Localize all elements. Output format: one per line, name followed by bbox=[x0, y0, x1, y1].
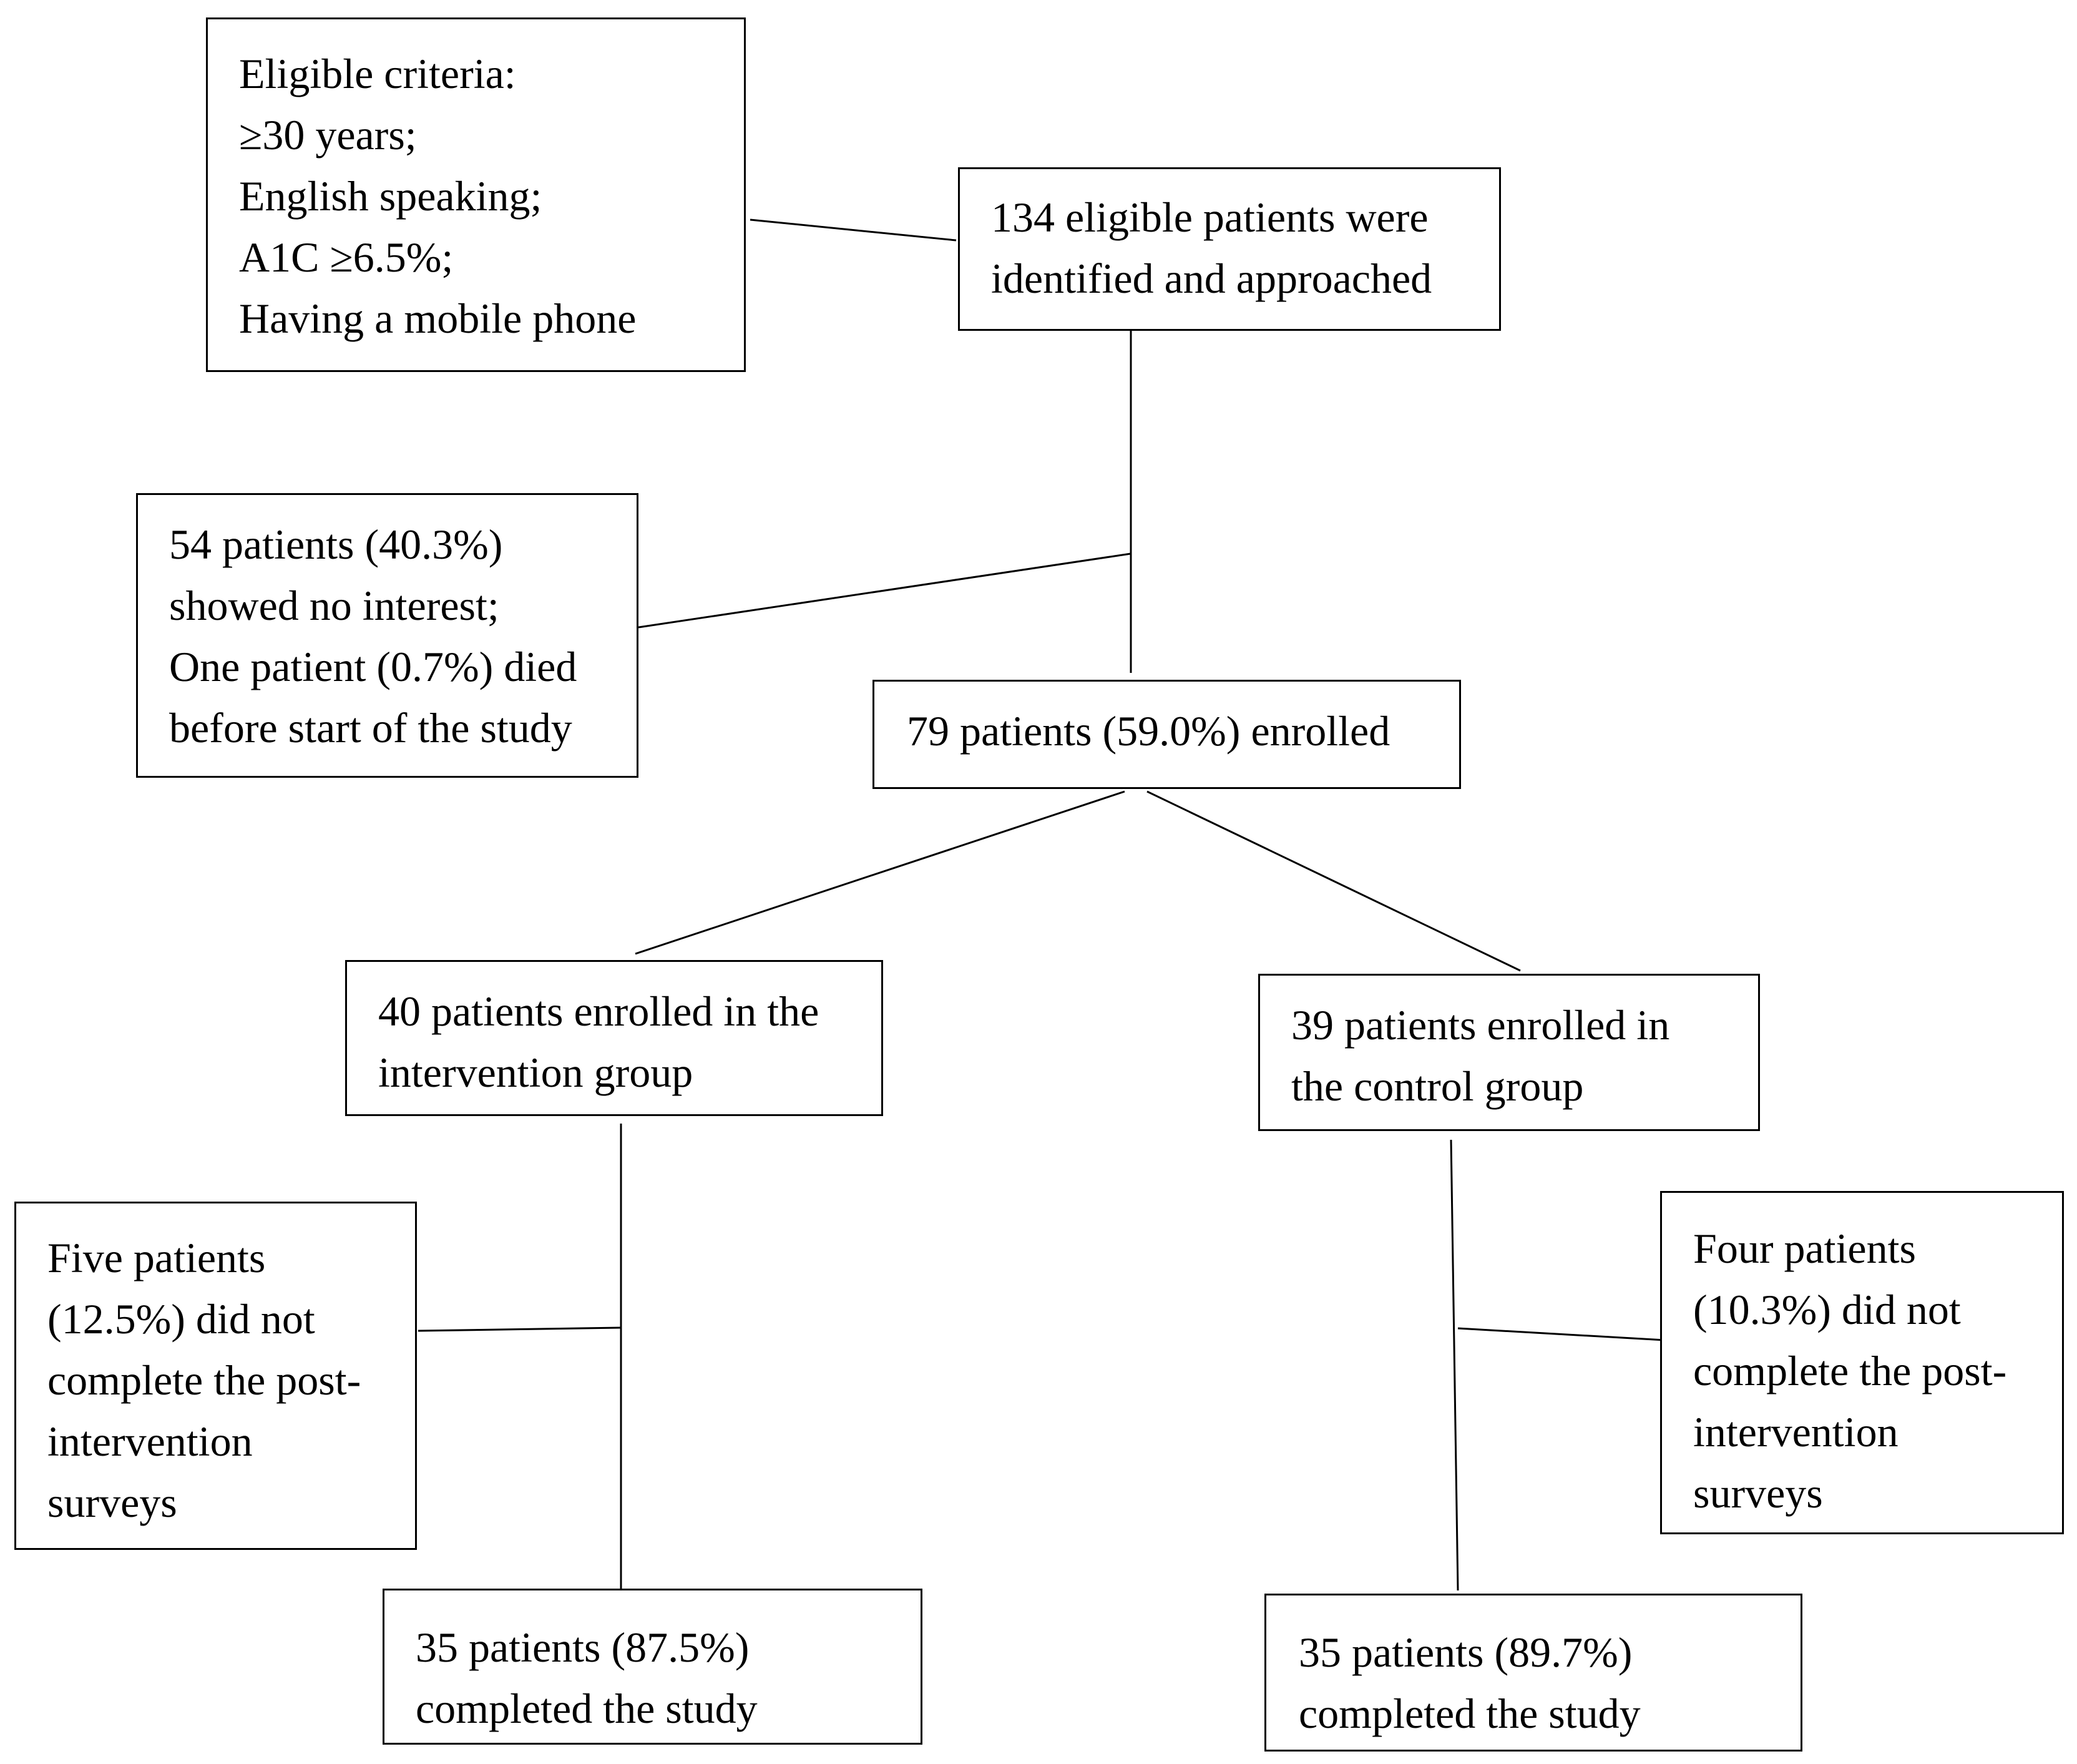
intervention-group-line: intervention group bbox=[378, 1049, 693, 1096]
connector-enrolled-to-intervention bbox=[635, 790, 1125, 955]
connector-criteria-to-eligible bbox=[750, 218, 957, 242]
intervention-dropout-line: (12.5%) did not bbox=[47, 1295, 315, 1343]
intervention-dropout-line: surveys bbox=[47, 1479, 177, 1526]
control-dropout-box: Four patients (10.3%) did not complete t… bbox=[1660, 1191, 2064, 1534]
control-group-line: the control group bbox=[1291, 1062, 1584, 1110]
intervention-completed-line: completed the study bbox=[416, 1685, 758, 1732]
control-dropout-line: intervention bbox=[1693, 1408, 1899, 1456]
enrolled-line: 79 patients (59.0%) enrolled bbox=[907, 707, 1390, 755]
enrolled-box: 79 patients (59.0%) enrolled bbox=[872, 680, 1461, 789]
exclusion-box: 54 patients (40.3%) showed no interest; … bbox=[136, 493, 638, 778]
criteria-line: Eligible criteria: bbox=[239, 50, 516, 97]
intervention-dropout-line: Five patients bbox=[47, 1234, 266, 1281]
connector-intervention-dropout-branch bbox=[418, 1326, 622, 1332]
eligibility-criteria-box: Eligible criteria: ≥30 years; English sp… bbox=[206, 17, 746, 372]
control-group-box: 39 patients enrolled in the control grou… bbox=[1258, 974, 1760, 1131]
connector-control-to-completed bbox=[1450, 1139, 1459, 1591]
control-dropout-line: Four patients bbox=[1693, 1225, 1916, 1272]
connector-exclusion-branch bbox=[638, 552, 1131, 629]
exclusion-line: One patient (0.7%) died bbox=[169, 643, 577, 690]
criteria-line: A1C ≥6.5%; bbox=[239, 233, 454, 281]
criteria-line: Having a mobile phone bbox=[239, 295, 637, 342]
intervention-group-box: 40 patients enrolled in the intervention… bbox=[345, 960, 883, 1116]
connector-control-dropout-branch bbox=[1457, 1327, 1666, 1341]
connector-enrolled-to-control bbox=[1146, 790, 1521, 972]
control-group-line: 39 patients enrolled in bbox=[1291, 1001, 1670, 1049]
intervention-completed-box: 35 patients (87.5%) completed the study bbox=[383, 1589, 922, 1745]
eligible-line: identified and approached bbox=[991, 255, 1432, 302]
exclusion-line: before start of the study bbox=[169, 704, 572, 752]
eligible-line: 134 eligible patients were bbox=[991, 194, 1429, 241]
exclusion-line: 54 patients (40.3%) bbox=[169, 521, 503, 568]
control-dropout-line: complete the post- bbox=[1693, 1347, 2007, 1394]
control-dropout-line: surveys bbox=[1693, 1469, 1823, 1517]
criteria-line: English speaking; bbox=[239, 172, 542, 220]
intervention-dropout-box: Five patients (12.5%) did not complete t… bbox=[14, 1202, 417, 1550]
criteria-line: ≥30 years; bbox=[239, 111, 417, 159]
control-dropout-line: (10.3%) did not bbox=[1693, 1286, 1961, 1333]
control-completed-line: 35 patients (89.7%) bbox=[1299, 1629, 1633, 1676]
intervention-dropout-line: complete the post- bbox=[47, 1356, 361, 1404]
exclusion-line: showed no interest; bbox=[169, 582, 499, 629]
control-completed-line: completed the study bbox=[1299, 1690, 1641, 1737]
intervention-completed-line: 35 patients (87.5%) bbox=[416, 1624, 750, 1671]
eligible-patients-box: 134 eligible patients were identified an… bbox=[958, 167, 1501, 331]
intervention-dropout-line: intervention bbox=[47, 1418, 253, 1465]
intervention-group-line: 40 patients enrolled in the bbox=[378, 987, 819, 1035]
control-completed-box: 35 patients (89.7%) completed the study bbox=[1264, 1594, 1802, 1752]
